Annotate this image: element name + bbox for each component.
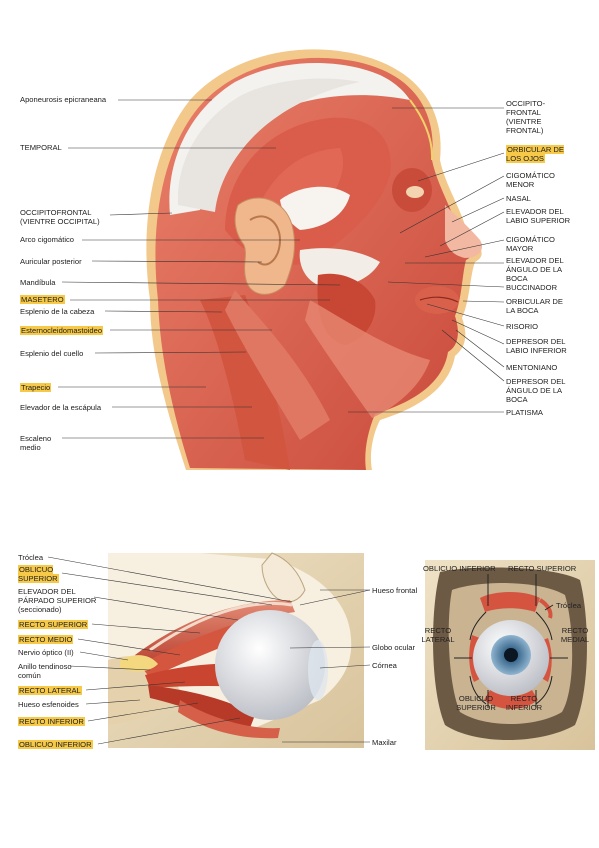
label-recto-medio: RECTO MEDIO (18, 635, 74, 644)
label-front-recto-lateral: RECTO LATERAL (421, 626, 455, 644)
label-trapecio: Trapecio (20, 383, 52, 392)
label-occipitofrontal-frontal: OCCIPITO- FRONTAL (VIENTRE FRONTAL) (506, 99, 546, 135)
label-hueso-esfenoides: Hueso esfenoides (18, 700, 79, 709)
label-nasal: NASAL (506, 194, 531, 203)
label-risorio: RISORIO (506, 322, 539, 331)
label-front-recto-superior: RECTO SUPERIOR (508, 564, 577, 573)
label-elevador-escapula: Elevador de la escápula (20, 403, 102, 412)
label-arco-cigomatico: Arco cigomático (20, 235, 75, 244)
label-front-oblicuo-superior: OBLICUO SUPERIOR (456, 694, 496, 712)
head-leader-lines-right (348, 107, 505, 413)
label-depresor-angulo-boca: DEPRESOR DEL ÁNGULO DE LA BOCA (506, 377, 566, 404)
label-front-oblicuo-inferior: OBLICUO INFERIOR (423, 564, 496, 573)
label-elevador-angulo-boca: ELEVADOR DEL ÁNGULO DE LA BOCA (506, 256, 564, 283)
eye-front-illustration (425, 560, 595, 750)
label-oblicuo-inferior: OBLICUO INFERIOR (18, 740, 93, 749)
label-escaleno-medio: Escaleno medio (20, 434, 52, 452)
label-oblicuo-superior: OBLICUO SUPERIOR (18, 565, 59, 583)
label-cigomatico-mayor: CIGOMÁTICO MAYOR (506, 235, 555, 253)
label-auricular-posterior: Auricular posterior (20, 257, 82, 266)
label-maxilar: Maxilar (372, 738, 397, 747)
label-cornea: Córnea (372, 661, 397, 670)
eye-lateral-illustration (108, 552, 364, 748)
label-masetero: MASETERO (20, 295, 65, 304)
eye-front-arrows (454, 574, 568, 708)
label-aponeurosis-epicraneana: Aponeurosis epicraneana (20, 95, 107, 104)
label-cigomatico-menor: CIGOMÁTICO MENOR (506, 171, 555, 189)
label-temporal: TEMPORAL (20, 143, 62, 152)
label-troclea: Tróclea (18, 553, 44, 562)
label-globo-ocular: Globo ocular (372, 643, 416, 652)
label-hueso-frontal: Hueso frontal (372, 586, 418, 595)
head-illustration (146, 49, 483, 471)
label-recto-superior: RECTO SUPERIOR (18, 620, 89, 629)
label-platisma: PLATISMA (506, 408, 543, 417)
label-front-recto-medial: RECTO MEDIAL (560, 626, 590, 644)
label-recto-inferior: RECTO INFERIOR (18, 717, 85, 726)
label-front-recto-inferior: RECTO INFERIOR (505, 694, 543, 712)
label-esplenio-cabeza: Esplenio de la cabeza (20, 307, 95, 316)
label-nervio-optico: Nervio óptico (II) (18, 648, 74, 657)
eye-lateral-leader-lines (47, 556, 371, 745)
label-front-troclea: Tróclea (556, 601, 582, 610)
label-orbicular-boca: ORBICULAR DE LA BOCA (506, 297, 563, 315)
label-anillo-tendinoso: Anillo tendinoso común (18, 662, 72, 680)
label-depresor-labio-inferior: DEPRESOR DEL LABIO INFERIOR (506, 337, 567, 355)
label-occipitofrontal-occipital: OCCIPITOFRONTAL (VIENTRE OCCIPITAL) (20, 208, 100, 226)
label-elevador-labio-superior: ELEVADOR DEL LABIO SUPERIOR (506, 207, 571, 225)
label-recto-lateral: RECTO LATERAL (18, 686, 82, 695)
label-mentoniano: MENTONIANO (506, 363, 558, 372)
head-leader-lines-left (58, 99, 341, 439)
label-elevador-parpado: ELEVADOR DEL PÁRPADO SUPERIOR (seccionad… (18, 587, 97, 614)
label-buccinador: BUCCINADOR (506, 283, 558, 292)
label-esplenio-cuello: Esplenio del cuello (20, 349, 84, 358)
label-mandibula: Mandíbula (20, 278, 56, 287)
label-orbicular-ojos: ORBICULAR DE LOS OJOS (506, 145, 564, 163)
label-esternocleidomastoideo: Esternocleidomastoideo (20, 326, 104, 335)
